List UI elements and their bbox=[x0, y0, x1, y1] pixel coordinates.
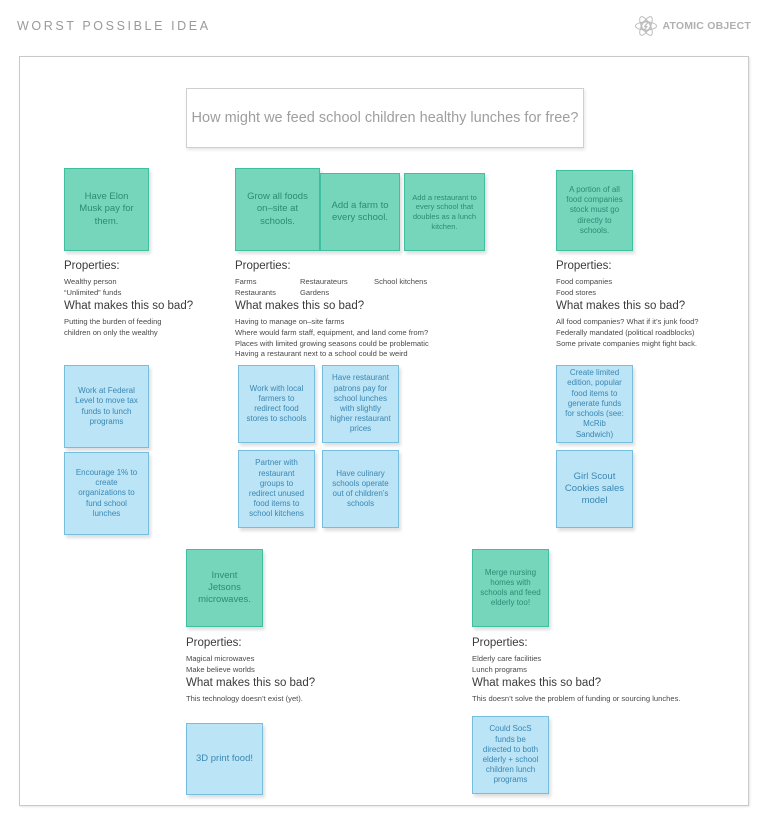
idea-note-text: Have Elon Musk pay for them. bbox=[79, 191, 134, 227]
solution-note-text: 3D print food! bbox=[195, 752, 254, 764]
what-bad-list: This technology doesn’t exist (yet). bbox=[186, 694, 303, 703]
properties-list: Farms Restaurants bbox=[235, 277, 276, 297]
solution-note[interactable]: Have culinary schools operate out of chi… bbox=[322, 450, 399, 528]
solution-note[interactable]: Could SocS funds be directed to both eld… bbox=[472, 716, 549, 794]
what-bad-heading: What makes this so bad? bbox=[556, 300, 686, 312]
page-title: WORST POSSIBLE IDEA bbox=[17, 19, 211, 33]
idea-note[interactable]: Have Elon Musk pay for them. bbox=[64, 168, 149, 251]
brand-logo: ATOMIC OBJECT bbox=[634, 14, 751, 38]
what-bad-heading: What makes this so bad? bbox=[186, 677, 316, 689]
solution-note[interactable]: Partner with restaurant groups to redire… bbox=[238, 450, 315, 528]
solution-note-text: Create limited edition, popular food ite… bbox=[565, 368, 624, 439]
idea-note[interactable]: Grow all foods on–site at schools. bbox=[235, 168, 320, 251]
properties-list: Restaurateurs Gardens bbox=[300, 277, 348, 297]
properties-list: Elderly care facilities Lunch programs bbox=[472, 654, 542, 674]
idea-note[interactable]: Add a farm to every school. bbox=[320, 173, 400, 251]
solution-note[interactable]: Create limited edition, popular food ite… bbox=[556, 365, 633, 443]
atom-icon bbox=[635, 16, 658, 36]
what-bad-list: This doesn’t solve the problem of fundin… bbox=[472, 694, 681, 703]
properties-heading: Properties: bbox=[235, 260, 291, 272]
solution-note[interactable]: Encourage 1% to create organizations to … bbox=[64, 452, 149, 535]
solution-note-text: Work at Federal Level to move tax funds … bbox=[75, 386, 138, 426]
what-bad-heading: What makes this so bad? bbox=[235, 300, 365, 312]
properties-heading: Properties: bbox=[472, 637, 528, 649]
properties-list: Wealthy person “Unlimited” funds bbox=[64, 277, 122, 297]
page-header: WORST POSSIBLE IDEA ATOMIC OBJECT bbox=[0, 0, 768, 55]
solution-note[interactable]: 3D print food! bbox=[186, 723, 263, 795]
idea-note-text: Add a farm to every school. bbox=[331, 199, 389, 223]
idea-note-text: Add a restaurant to every school that do… bbox=[412, 192, 477, 231]
properties-list: Food companies Food stores bbox=[556, 277, 613, 297]
what-bad-list: Putting the burden of feeding children o… bbox=[64, 317, 162, 337]
solution-note-text: Work with local farmers to redirect food… bbox=[246, 383, 307, 424]
what-bad-heading: What makes this so bad? bbox=[64, 300, 194, 312]
solution-note-text: Girl Scout Cookies sales model bbox=[564, 470, 625, 507]
properties-heading: Properties: bbox=[64, 260, 120, 272]
solution-note-text: Partner with restaurant groups to redire… bbox=[248, 458, 305, 519]
what-bad-list: Having to manage on–site farms Where wou… bbox=[235, 317, 429, 359]
solution-note-text: Have culinary schools operate out of chi… bbox=[332, 468, 389, 509]
properties-heading: Properties: bbox=[556, 260, 612, 272]
solution-note-text: Could SocS funds be directed to both eld… bbox=[482, 724, 539, 785]
what-bad-heading: What makes this so bad? bbox=[472, 677, 602, 689]
idea-note-text: Grow all foods on–site at schools. bbox=[247, 191, 308, 227]
solution-note-text: Encourage 1% to create organizations to … bbox=[75, 467, 138, 518]
prompt-box[interactable]: How might we feed school children health… bbox=[186, 88, 584, 148]
solution-note[interactable]: Girl Scout Cookies sales model bbox=[556, 450, 633, 528]
solution-note[interactable]: Work with local farmers to redirect food… bbox=[238, 365, 315, 443]
solution-note[interactable]: Work at Federal Level to move tax funds … bbox=[64, 365, 149, 448]
idea-note[interactable]: Invent Jetsons microwaves. bbox=[186, 549, 263, 627]
solution-note[interactable]: Have restaurant patrons pay for school l… bbox=[322, 365, 399, 443]
brand-logo-text: ATOMIC OBJECT bbox=[662, 20, 751, 32]
properties-list: Magical microwaves Make believe worlds bbox=[186, 654, 255, 674]
idea-note[interactable]: A portion of all food companies stock mu… bbox=[556, 170, 633, 251]
idea-note[interactable]: Add a restaurant to every school that do… bbox=[404, 173, 485, 251]
properties-heading: Properties: bbox=[186, 637, 242, 649]
idea-note[interactable]: Merge nursing homes with schools and fee… bbox=[472, 549, 549, 627]
properties-list: School kitchens bbox=[374, 277, 428, 286]
idea-note-text: Invent Jetsons microwaves. bbox=[198, 569, 251, 606]
prompt-text: How might we feed school children health… bbox=[191, 110, 579, 126]
what-bad-list: All food companies? What if it’s junk fo… bbox=[556, 317, 699, 348]
solution-note-text: Have restaurant patrons pay for school l… bbox=[330, 373, 391, 434]
idea-note-text: Merge nursing homes with schools and fee… bbox=[480, 567, 541, 608]
idea-note-text: A portion of all food companies stock mu… bbox=[566, 184, 623, 235]
